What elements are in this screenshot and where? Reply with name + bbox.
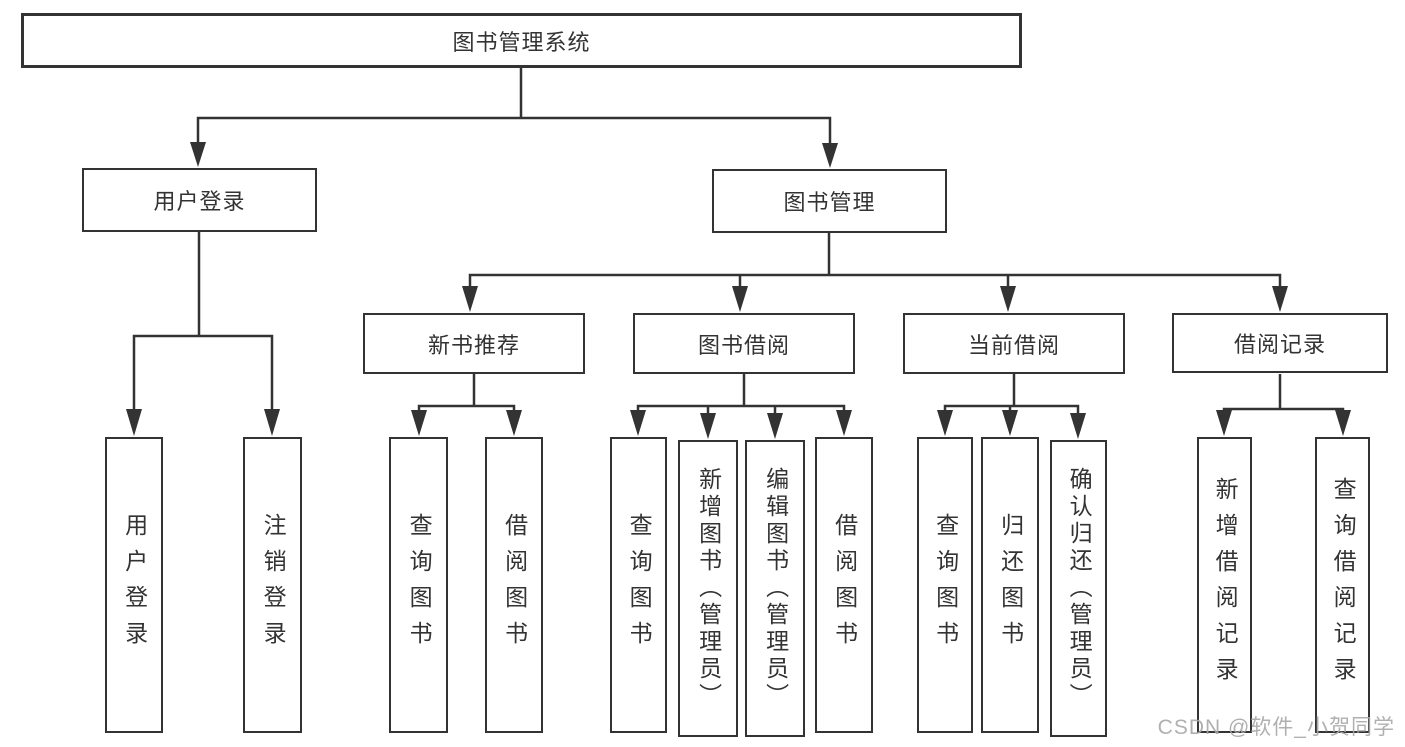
leaf-edit-books-admin: 编辑图书（管理员） [745, 440, 805, 737]
node-current-borrowing: 当前借阅 [903, 313, 1125, 374]
leaf-user-login: 用户登录 [105, 437, 163, 733]
leaf-add-borrow-record: 新增借阅记录 [1197, 437, 1252, 733]
leaf-return-books: 归还图书 [981, 437, 1039, 733]
node-borrowing-records: 借阅记录 [1172, 313, 1388, 373]
node-user-login-label: 用户登录 [153, 189, 246, 214]
leaf-query-books-borrow: 查询图书 [610, 437, 667, 733]
node-current-borrowing-label: 当前借阅 [967, 332, 1060, 358]
node-book-borrowing: 图书借阅 [633, 313, 855, 374]
node-library-system-label: 图书管理系统 [452, 29, 591, 55]
leaf-query-books-recommend-label: 查询图书 [406, 513, 433, 657]
node-library-system: 图书管理系统 [21, 13, 1022, 68]
leaf-query-books-current-label: 查询图书 [932, 513, 959, 657]
leaf-logout-label: 注销登录 [260, 513, 287, 657]
leaf-borrow-books-borrow: 借阅图书 [815, 437, 873, 733]
leaf-borrow-books-borrow-label: 借阅图书 [831, 513, 858, 657]
node-book-management: 图书管理 [712, 169, 947, 233]
node-user-login: 用户登录 [82, 168, 317, 232]
leaf-query-books-borrow-label: 查询图书 [626, 513, 653, 657]
leaf-return-books-label: 归还图书 [997, 513, 1024, 657]
node-new-book-recommendation: 新书推荐 [363, 313, 585, 374]
leaf-borrow-books-recommend: 借阅图书 [485, 437, 543, 733]
leaf-user-login-label: 用户登录 [121, 513, 148, 657]
leaf-query-books-recommend: 查询图书 [389, 437, 448, 733]
leaf-confirm-return-admin-label: 确认归还（管理员） [1066, 467, 1093, 710]
leaf-borrow-books-recommend-label: 借阅图书 [501, 513, 528, 657]
leaf-add-books-admin-label: 新增图书（管理员） [695, 467, 722, 710]
node-book-management-label: 图书管理 [783, 190, 876, 215]
leaf-query-borrow-record-label: 查询借阅记录 [1330, 477, 1357, 693]
leaf-confirm-return-admin: 确认归还（管理员） [1050, 440, 1107, 737]
node-book-borrowing-label: 图书借阅 [697, 332, 790, 358]
leaf-add-borrow-record-label: 新增借阅记录 [1212, 477, 1239, 693]
leaf-logout: 注销登录 [243, 437, 302, 733]
leaf-edit-books-admin-label: 编辑图书（管理员） [762, 467, 789, 710]
leaf-query-books-current: 查询图书 [917, 437, 973, 733]
node-borrowing-records-label: 借阅记录 [1233, 332, 1326, 357]
leaf-query-borrow-record: 查询借阅记录 [1315, 437, 1370, 733]
node-new-book-recommendation-label: 新书推荐 [427, 332, 520, 358]
leaf-add-books-admin: 新增图书（管理员） [678, 440, 738, 737]
